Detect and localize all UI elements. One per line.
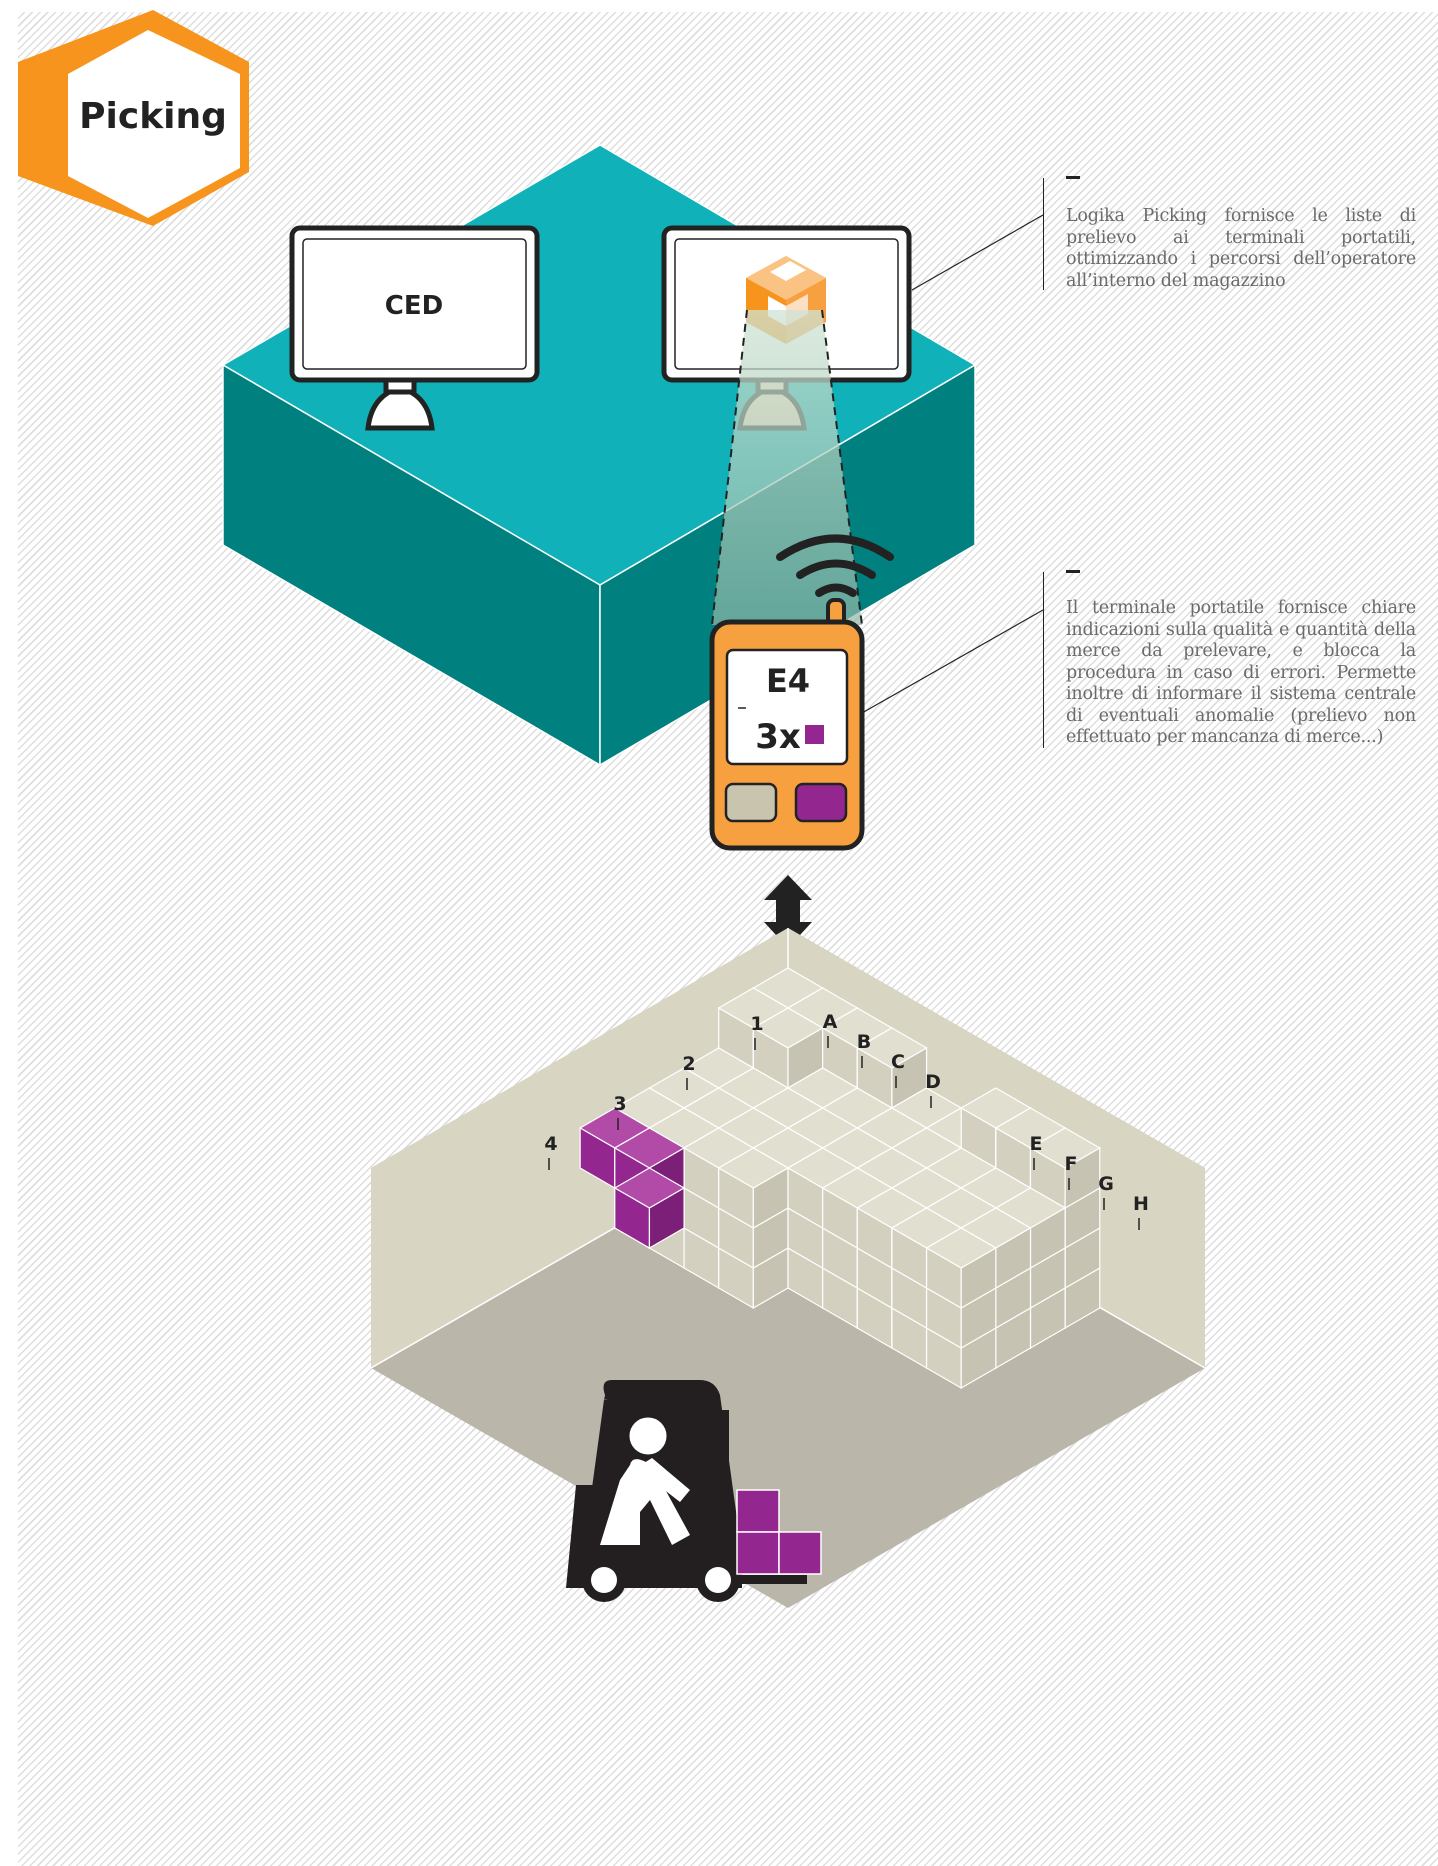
callout-2-leader <box>861 609 1044 714</box>
shelving-cubes <box>578 967 1101 1390</box>
terminal-quantity: 3x <box>755 717 801 757</box>
forklift-icon <box>566 1380 822 1602</box>
ced-monitor-frame <box>289 225 540 383</box>
badge-title: Picking <box>79 96 227 137</box>
callout-1-rule <box>1043 178 1044 290</box>
callout-2-rule <box>1043 572 1044 748</box>
row-label-1: 1 <box>750 1013 763 1035</box>
handheld-terminal: E4 3x <box>709 598 865 851</box>
column-label-B: B <box>857 1031 871 1053</box>
callout-1-leader <box>911 214 1044 291</box>
cube-front-right <box>960 1246 997 1310</box>
ced-monitor: CED <box>289 225 540 431</box>
wifi-signal-icon <box>776 534 894 597</box>
ced-label: CED <box>385 291 443 321</box>
beam-fill <box>712 310 862 625</box>
row-label-2: 2 <box>682 1053 695 1075</box>
callout-connectors <box>861 214 1044 714</box>
row-label-3: 3 <box>613 1093 626 1115</box>
double-arrow-icon <box>764 875 812 948</box>
callout-1-dash <box>1066 176 1080 179</box>
callout-2-text: Il terminale portatile fornisce chiare i… <box>1066 598 1416 747</box>
terminal-location-code: E4 <box>766 662 810 700</box>
data-beam <box>711 309 863 626</box>
column-label-E: E <box>1030 1133 1043 1155</box>
terminal-button-left <box>724 782 778 823</box>
callout-1-text: Logika Picking fornisce le liste di prel… <box>1066 206 1416 291</box>
cube-front-right <box>648 1186 685 1250</box>
column-label-F: F <box>1065 1153 1078 1175</box>
column-label-D: D <box>925 1071 941 1093</box>
ced-monitor-screen <box>302 238 527 370</box>
picking-badge: Picking <box>18 10 249 226</box>
badge-hexagon-inner <box>68 30 240 218</box>
column-label-A: A <box>823 1011 838 1033</box>
terminal-item-swatch <box>805 725 824 744</box>
callout-2-dash <box>1066 570 1080 573</box>
terminal-button-right <box>794 782 848 823</box>
column-label-C: C <box>891 1051 905 1073</box>
warehouse-left-wall <box>371 928 788 1368</box>
cube-front-right <box>1064 1146 1101 1210</box>
column-label-H: H <box>1133 1193 1149 1215</box>
column-label-G: G <box>1098 1173 1114 1195</box>
row-label-4: 4 <box>544 1133 557 1155</box>
